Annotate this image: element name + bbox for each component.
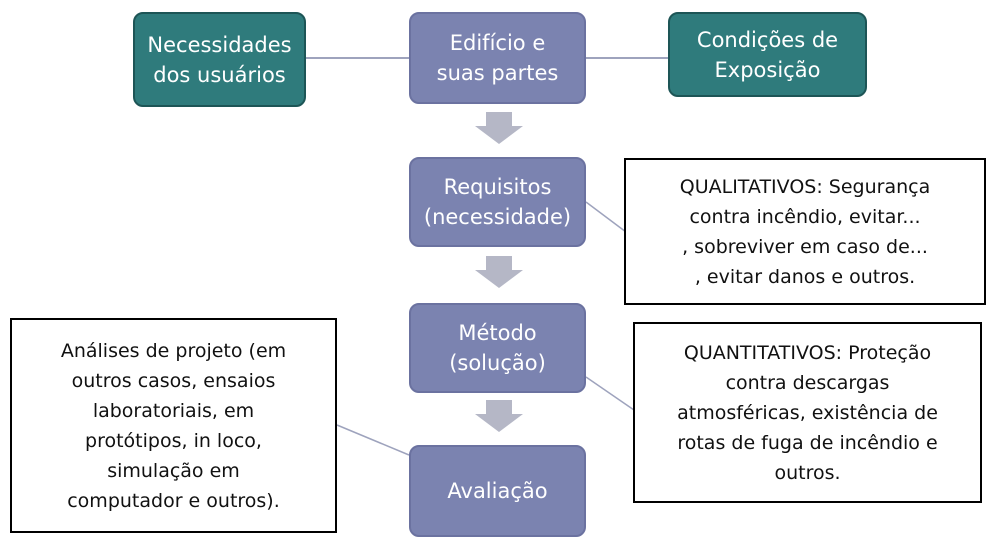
note-qualitativos: QUALITATIVOS: Segurança contra incêndio,… <box>624 158 986 305</box>
note-analises: Análises de projeto (em outros casos, en… <box>10 318 337 533</box>
arrow-down-icon <box>475 112 523 144</box>
note-line: , sobreviver em caso de... <box>682 235 928 258</box>
note-line: QUANTITATIVOS: Proteção <box>683 341 932 364</box>
node-requisitos: Requisitos (necessidade) <box>409 157 586 247</box>
note-line: contra incêndio, evitar... <box>689 205 921 228</box>
note-line: Análises de projeto (em <box>60 339 287 362</box>
node-label-line: Necessidades <box>147 32 292 57</box>
arrow-down-icon <box>475 400 523 432</box>
note-line: QUALITATIVOS: Segurança <box>679 175 931 198</box>
note-line: outros casos, ensaios <box>71 369 276 392</box>
node-condicoes-de-exposicao: Condições de Exposição <box>668 12 867 97</box>
node-label-line: Edifício e <box>449 31 546 55</box>
node-label-line: Exposição <box>714 57 821 82</box>
node-label-line: (necessidade) <box>423 205 572 229</box>
node-edificio-e-suas-partes: Edifício e suas partes <box>409 12 586 104</box>
connector-analises-avaliacao <box>336 424 410 456</box>
note-line: laboratoriais, em <box>92 399 255 422</box>
note-quantitativos: QUANTITATIVOS: Proteção contra descargas… <box>633 322 982 503</box>
note-line: simulação em <box>107 459 240 482</box>
node-label-line: Requisitos <box>443 175 552 199</box>
node-label-line: suas partes <box>436 61 559 85</box>
note-line: protótipos, in loco, <box>85 429 262 452</box>
note-line: contra descargas <box>725 371 890 394</box>
connector-metodo-quantitativos <box>585 376 635 411</box>
note-line: outros. <box>774 461 841 484</box>
node-metodo: Método (solução) <box>409 303 586 393</box>
note-line: rotas de fuga de incêndio e <box>677 431 938 454</box>
node-label-line: Avaliação <box>447 479 548 503</box>
node-label-line: dos usuários <box>153 62 286 87</box>
note-line: computador e outros). <box>67 489 280 512</box>
note-line: , evitar danos e outros. <box>694 265 916 288</box>
arrow-down-icon <box>475 256 523 288</box>
note-line: atmosféricas, existência de <box>677 401 938 424</box>
node-label-line: Método <box>458 321 537 345</box>
node-label-line: Condições de <box>696 27 839 52</box>
node-label-line: (solução) <box>449 351 546 375</box>
connector-requisitos-qualitativos <box>585 201 627 233</box>
node-necessidades-dos-usuarios: Necessidades dos usuários <box>133 12 306 107</box>
node-avaliacao: Avaliação <box>409 445 586 537</box>
